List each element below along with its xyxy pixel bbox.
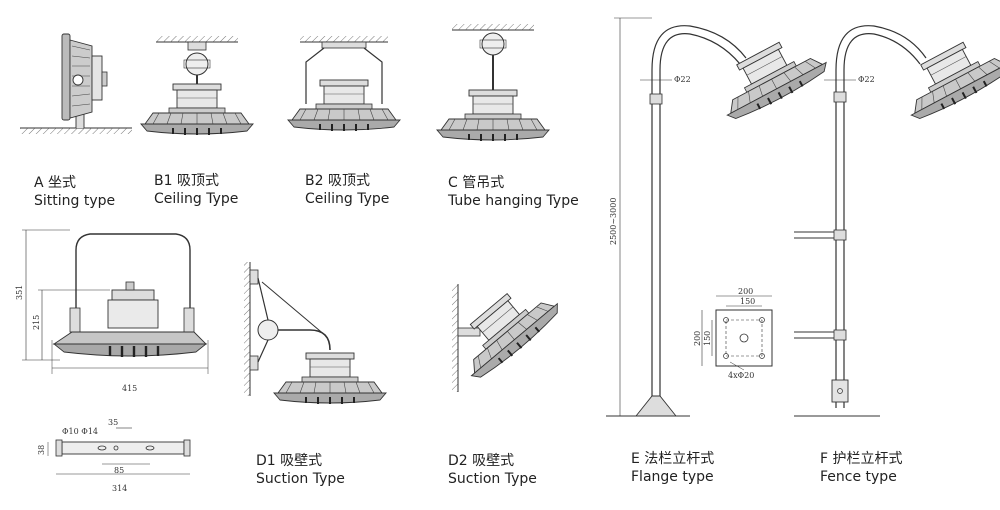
label-type-e-zh: E 法栏立杆式 xyxy=(631,451,715,467)
label-type-b2-en: Ceiling Type xyxy=(305,191,390,207)
label-type-f: F 护栏立杆式 Fence type xyxy=(820,450,903,486)
label-type-f-zh: F 护栏立杆式 xyxy=(820,451,903,467)
drawing-a-sitting xyxy=(20,33,132,134)
label-type-c-en: Tube hanging Type xyxy=(448,193,579,209)
dim-height-body: 215 xyxy=(32,315,41,330)
label-type-c-zh: C 管吊式 xyxy=(448,175,505,191)
label-type-f-en: Fence type xyxy=(820,469,897,485)
drawing-b2-ceiling xyxy=(287,36,401,132)
drawing-e-flange-pole: Φ22 2500~3000 200 150 200 150 4xΦ20 xyxy=(606,17,833,417)
label-type-d2: D2 吸壁式 Suction Type xyxy=(448,452,537,488)
drawing-dimensioned-front: 351 215 415 xyxy=(15,229,209,393)
label-type-b1-zh: B1 吸顶式 xyxy=(154,173,219,189)
dim-flange-outer-h: 200 xyxy=(693,331,702,346)
dim-bracket-hole-spacing: 85 xyxy=(114,466,124,475)
dim-flange-holes: 4xΦ20 xyxy=(728,371,754,380)
dim-flange-outer-w: 200 xyxy=(738,287,753,296)
label-type-d2-zh: D2 吸壁式 xyxy=(448,453,515,469)
dim-pole-diameter-e: Φ22 xyxy=(674,75,691,84)
dim-bracket-height: 38 xyxy=(37,445,46,455)
label-type-b1-en: Ceiling Type xyxy=(154,191,239,207)
drawing-f-fence-pole: Φ22 xyxy=(794,25,1000,417)
dim-pole-diameter-f: Φ22 xyxy=(858,75,875,84)
label-type-a: A 坐式 Sitting type xyxy=(34,174,115,210)
dim-bracket-length: 314 xyxy=(112,484,127,493)
dim-width-total: 415 xyxy=(122,384,137,393)
label-type-d1: D1 吸壁式 Suction Type xyxy=(256,452,345,488)
label-type-a-zh: A 坐式 xyxy=(34,175,77,191)
dim-flange-inner-h: 150 xyxy=(703,331,712,346)
label-type-d2-en: Suction Type xyxy=(448,471,537,487)
dim-height-total: 351 xyxy=(15,285,24,300)
label-type-e-en: Flange type xyxy=(631,469,714,485)
dim-flange-inner-w: 150 xyxy=(740,297,755,306)
label-type-c: C 管吊式 Tube hanging Type xyxy=(448,174,579,210)
drawing-bracket-plate: 38 Φ10 Φ14 35 85 314 xyxy=(37,418,191,493)
label-type-d1-zh: D1 吸壁式 xyxy=(256,453,323,469)
label-type-d1-en: Suction Type xyxy=(256,471,345,487)
label-type-b1: B1 吸顶式 Ceiling Type xyxy=(154,172,238,208)
dim-pole-height: 2500~3000 xyxy=(609,198,618,245)
label-type-e: E 法栏立杆式 Flange type xyxy=(631,450,714,486)
drawing-d1-suction xyxy=(244,262,387,405)
label-type-b2-zh: B2 吸顶式 xyxy=(305,173,370,189)
label-type-b2: B2 吸顶式 Ceiling Type xyxy=(305,172,389,208)
drawing-d2-suction xyxy=(444,272,566,392)
label-type-a-en: Sitting type xyxy=(34,193,116,209)
drawing-c-tube-hanging xyxy=(436,24,550,142)
dim-bracket-holes: Φ10 Φ14 xyxy=(62,427,98,436)
drawing-b1-ceiling xyxy=(140,36,254,136)
dim-bracket-slot: 35 xyxy=(108,418,118,427)
